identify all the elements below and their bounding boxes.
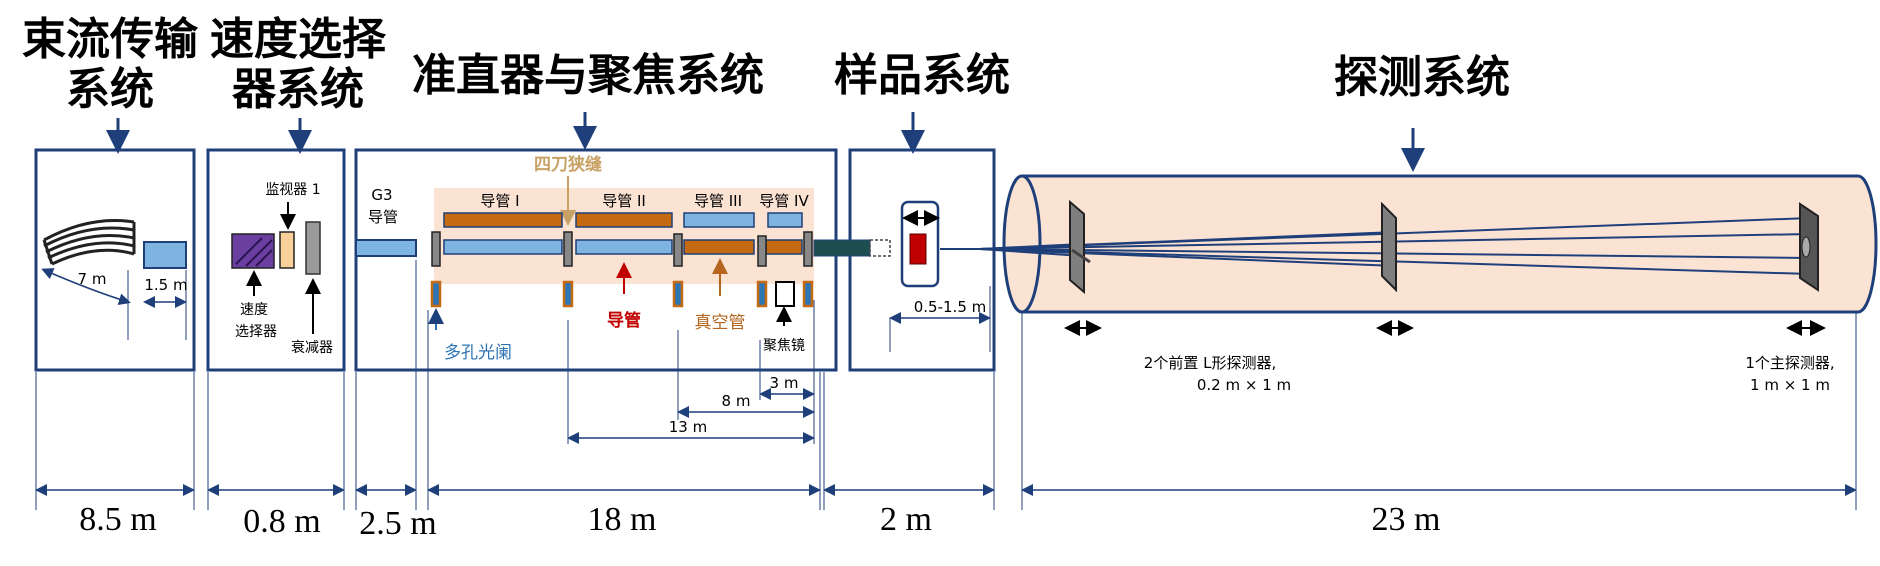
guide3-label: 导管 III [694, 192, 742, 210]
guide4-blue [767, 212, 803, 228]
transport-7m-label: 7 m [78, 270, 107, 288]
slits [431, 231, 813, 267]
dim-18m-label: 18 m [588, 501, 657, 538]
main-detector-label-line2: 1 m × 1 m [1750, 376, 1830, 394]
collimator-title: 准直器与聚焦系统 [412, 50, 764, 101]
dim-8m-label: 8 m [722, 392, 751, 410]
guide-label-red: 导管 [607, 310, 641, 331]
monitor-label: 监视器 1 [265, 182, 320, 198]
lower-vacuum-tube [683, 239, 755, 255]
attenuator-icon [305, 221, 321, 275]
sample-box [848, 148, 996, 372]
velocity-box [206, 148, 346, 372]
guide2-orange [575, 212, 673, 228]
velocity-title-line1: 速度选择 [210, 14, 387, 65]
focus-mirror-icon [775, 281, 795, 307]
detector-title: 探测系统 [1334, 52, 1510, 103]
four-blade-slit-label: 四刀狭缝 [534, 154, 602, 175]
dim-3m-label: 3 m [770, 374, 799, 392]
sample-title: 样品系统 [834, 50, 1010, 101]
transport-1.5m-label: 1.5 m [144, 276, 187, 294]
dim-8.5m-label: 8.5 m [79, 501, 156, 538]
front-detector-label-line2: 0.2 m × 1 m [1197, 376, 1291, 394]
detector-tank [1002, 174, 1878, 314]
vacuum-tube-label: 真空管 [695, 313, 746, 333]
front-detector-label-line1: 2个前置 L形探测器, [1144, 354, 1276, 372]
sample-icon [909, 233, 927, 265]
collimator-exit-tube [813, 239, 871, 257]
lower-guide4 [765, 239, 803, 255]
dim-2m-label: 2 m [880, 501, 932, 538]
multi-apertures [430, 280, 814, 308]
dim-13m-label: 13 m [669, 418, 707, 436]
selector-label-line1: 速度 [240, 302, 268, 318]
g3-label-line1: G3 [371, 186, 392, 204]
front-detector-2 [1381, 201, 1397, 293]
g3-label-line2: 导管 [368, 208, 398, 226]
lower-guide1 [443, 239, 563, 255]
guide3-blue [683, 212, 755, 228]
focus-mirror-label: 聚焦镜 [763, 338, 805, 354]
dim-2.5m-label: 2.5 m [359, 505, 436, 542]
transport-7m-arrow [41, 268, 131, 306]
dim-23m-label: 23 m [1372, 501, 1441, 538]
lower-guide2 [575, 239, 673, 255]
transport-guide-segment [143, 241, 187, 269]
collimator-box [354, 148, 838, 372]
g3-guide [355, 239, 417, 257]
exit-window [869, 239, 891, 257]
monitor-icon [279, 231, 295, 269]
dim-0.8m-label: 0.8 m [243, 503, 320, 540]
attenuator-label: 衰减器 [291, 339, 333, 356]
selector-label-line2: 选择器 [235, 324, 277, 340]
guide1-orange [443, 212, 563, 228]
transport-box [34, 148, 196, 372]
transport-title-line1: 束流传输 [22, 14, 199, 65]
sample-range-label: 0.5-1.5 m [914, 298, 987, 316]
multi-aperture-label: 多孔光阑 [444, 343, 512, 363]
transport-title-line2: 系统 [66, 64, 154, 115]
main-detector-label-line1: 1个主探测器, [1745, 354, 1834, 372]
guide2-label: 导管 II [602, 192, 646, 210]
bender-guide-icon [42, 218, 136, 266]
front-detector-1 [1069, 199, 1085, 295]
velocity-title-line2: 器系统 [232, 64, 364, 115]
guide1-label: 导管 I [480, 192, 519, 210]
guide4-label: 导管 IV [759, 192, 809, 210]
